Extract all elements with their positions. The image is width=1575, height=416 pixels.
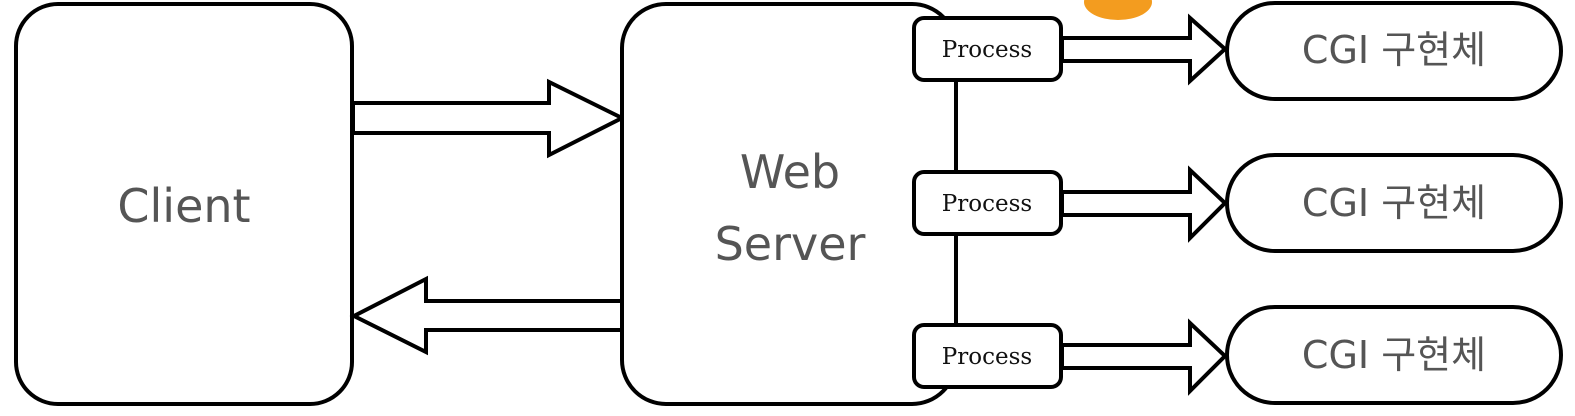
process-node-1: Process <box>912 16 1063 82</box>
process-label-3: Process <box>942 344 1032 370</box>
cgi-impl-node-3: CGI 구현체 <box>1225 305 1563 405</box>
cgi-impl-node-1: CGI 구현체 <box>1225 1 1563 101</box>
web-server-node: Web Server <box>620 2 958 406</box>
process-to-cgi-arrow-1 <box>1060 13 1228 86</box>
process-to-cgi-arrow-3 <box>1060 318 1228 396</box>
client-node: Client <box>14 2 354 406</box>
process-node-3: Process <box>912 323 1063 389</box>
process-node-2: Process <box>912 170 1063 236</box>
process-label-2: Process <box>942 191 1032 217</box>
orange-blob <box>1084 0 1152 20</box>
web-server-label-line1: Web <box>740 145 840 199</box>
process-to-cgi-arrow-2 <box>1060 165 1228 243</box>
cgi-impl-label-2: CGI 구현체 <box>1302 181 1486 225</box>
request-arrow <box>351 78 627 159</box>
web-server-label-line2: Server <box>715 217 866 271</box>
cgi-impl-node-2: CGI 구현체 <box>1225 153 1563 253</box>
client-label: Client <box>117 179 250 233</box>
cgi-impl-label-1: CGI 구현체 <box>1302 28 1486 72</box>
cgi-impl-label-3: CGI 구현체 <box>1302 333 1486 377</box>
response-arrow <box>349 275 624 356</box>
process-label-1: Process <box>942 37 1032 63</box>
